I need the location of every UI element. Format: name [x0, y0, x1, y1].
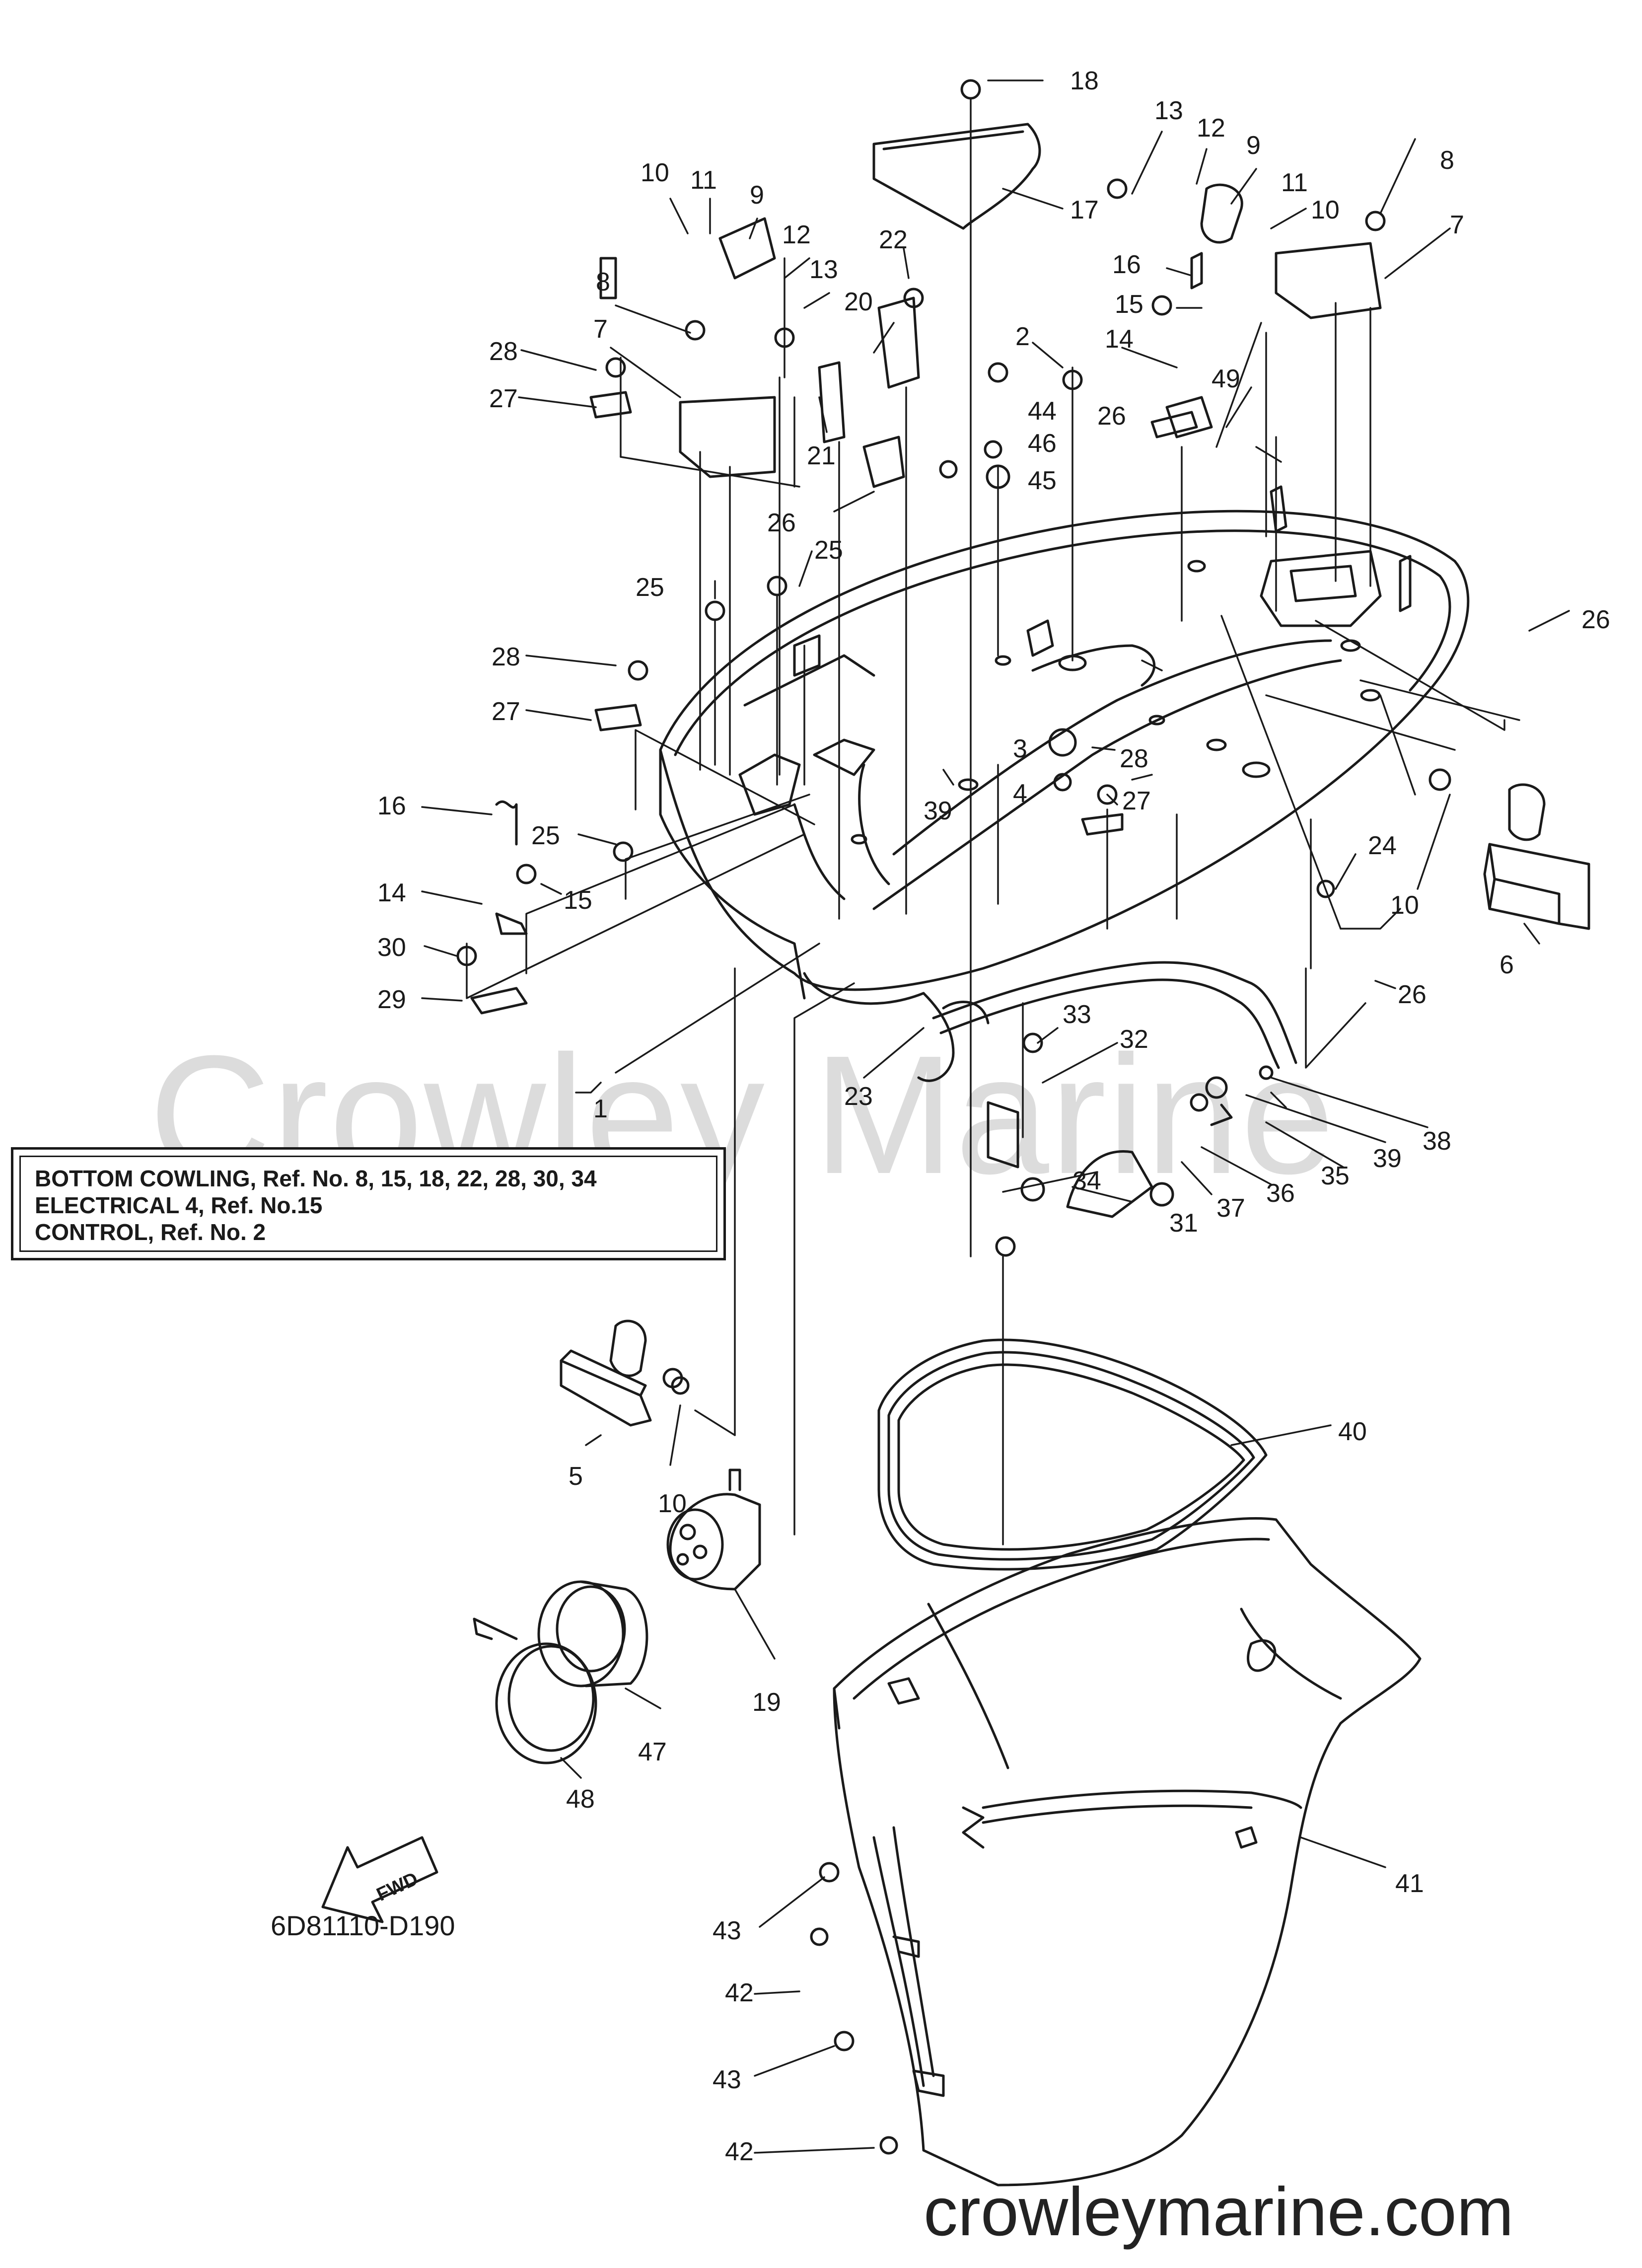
callout-13: 13 [809, 255, 838, 284]
callout-39: 39 [924, 797, 952, 825]
upper-parts [679, 123, 1382, 488]
callout-9: 9 [1246, 131, 1261, 160]
callout-9: 9 [750, 181, 764, 210]
callout-3: 3 [1013, 734, 1027, 763]
callout-6: 6 [1499, 951, 1514, 979]
callout-leaders [421, 79, 1570, 2154]
callout-35: 35 [1321, 1162, 1350, 1190]
callout-16: 16 [1112, 250, 1141, 279]
callout-24: 24 [1368, 831, 1397, 860]
callout-15: 15 [1115, 290, 1143, 319]
callout-12: 12 [1197, 114, 1225, 143]
callout-23: 23 [844, 1082, 873, 1111]
callout-28: 28 [1120, 744, 1148, 773]
callout-46: 46 [1028, 429, 1057, 458]
fwd-label: FWD [373, 1868, 421, 1905]
callout-39: 39 [1373, 1144, 1402, 1173]
fasteners [456, 79, 1451, 2155]
callout-30: 30 [377, 933, 406, 962]
callout-49: 49 [1212, 365, 1240, 393]
callout-28: 28 [489, 337, 518, 366]
callout-34: 34 [1072, 1167, 1101, 1195]
diagram-code: 6D81110-D190 [271, 1910, 455, 1941]
callout-27: 27 [489, 384, 518, 413]
assembly-lines [466, 98, 1520, 1545]
callout-29: 29 [377, 985, 406, 1014]
callout-31: 31 [1169, 1209, 1198, 1238]
lower-apron [833, 1517, 1422, 2187]
callout-17: 17 [1070, 196, 1099, 224]
callout-45: 45 [1028, 466, 1057, 495]
latch-lever-left [560, 1319, 652, 1427]
rubber-seal [877, 1338, 1268, 1571]
callout-42: 42 [725, 2137, 754, 2166]
website-footer: crowleymarine.com [924, 2174, 1514, 2250]
callout-36: 36 [1266, 1179, 1295, 1208]
callout-5: 5 [569, 1462, 583, 1491]
callout-7: 7 [1450, 211, 1464, 239]
callout-32: 32 [1120, 1025, 1148, 1054]
callout-44: 44 [1028, 397, 1057, 426]
callout-4: 4 [1013, 779, 1027, 808]
callout-25: 25 [636, 573, 664, 602]
callout-40: 40 [1338, 1417, 1367, 1446]
callout-33: 33 [1063, 1000, 1091, 1029]
callout-15: 15 [564, 886, 592, 915]
callout-43: 43 [713, 2065, 741, 2094]
callout-37: 37 [1216, 1194, 1245, 1223]
callout-16: 16 [377, 792, 406, 820]
reference-line: ELECTRICAL 4, Ref. No.15 [35, 1192, 323, 1218]
callout-10: 10 [1311, 196, 1340, 224]
callout-41: 41 [1395, 1869, 1424, 1898]
grommet-assembly [473, 1468, 761, 1764]
callout-25: 25 [531, 821, 560, 850]
callout-10: 10 [641, 158, 669, 187]
callout-18: 18 [1070, 67, 1099, 95]
callout-1: 1 [593, 1095, 608, 1123]
callout-11: 11 [690, 166, 717, 195]
callout-48: 48 [566, 1785, 595, 1814]
callout-42: 42 [725, 1978, 754, 2007]
callout-20: 20 [844, 288, 873, 316]
callout-26: 26 [1398, 980, 1427, 1009]
reference-line: BOTTOM COWLING, Ref. No. 8, 15, 18, 22, … [35, 1166, 597, 1191]
callout-13: 13 [1154, 96, 1183, 125]
callout-27: 27 [492, 697, 520, 726]
callout-22: 22 [879, 225, 908, 254]
callout-38: 38 [1423, 1127, 1451, 1156]
callout-27: 27 [1122, 787, 1151, 815]
callout-28: 28 [492, 643, 520, 671]
callout-26: 26 [1581, 605, 1610, 634]
reference-line: CONTROL, Ref. No. 2 [35, 1219, 266, 1245]
callout-47: 47 [638, 1738, 667, 1766]
callout-21: 21 [807, 441, 836, 470]
latch-lever-right [1483, 783, 1590, 930]
callout-8: 8 [596, 268, 610, 296]
callout-14: 14 [377, 878, 406, 907]
callout-14: 14 [1105, 325, 1134, 354]
reference-box: BOTTOM COWLING, Ref. No. 8, 15, 18, 22, … [11, 1147, 726, 1260]
callout-10: 10 [658, 1489, 687, 1518]
bottom-cowling-tray [659, 485, 1470, 1082]
fwd-arrow-shape [321, 1836, 438, 1923]
callout-11: 11 [1281, 168, 1308, 197]
callout-10: 10 [1390, 891, 1419, 920]
callout-numbers: 18 17 10 11 9 12 13 22 20 8 7 28 27 21 2… [377, 67, 1610, 2166]
callout-12: 12 [782, 220, 811, 249]
callout-25: 25 [814, 536, 843, 565]
callout-7: 7 [593, 315, 608, 344]
callout-43: 43 [713, 1916, 741, 1945]
reference-box-inner: BOTTOM COWLING, Ref. No. 8, 15, 18, 22, … [19, 1156, 717, 1252]
callout-19: 19 [752, 1688, 781, 1717]
callout-2: 2 [1015, 322, 1030, 351]
callout-8: 8 [1440, 146, 1454, 175]
callout-26: 26 [767, 509, 796, 537]
callout-26: 26 [1097, 402, 1126, 431]
